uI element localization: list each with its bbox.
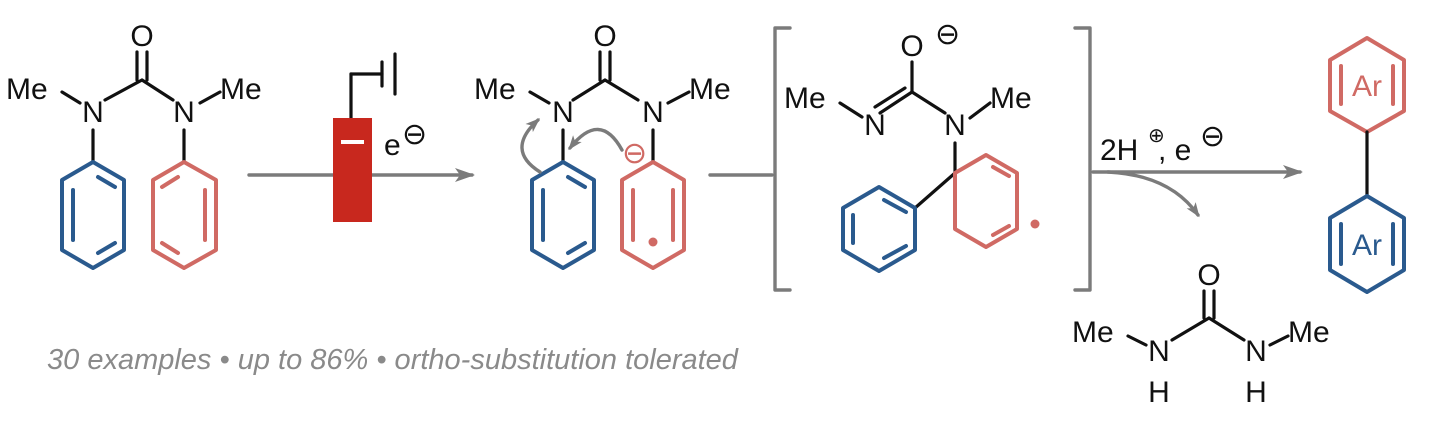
- radical-dot: [648, 237, 658, 247]
- bracketed-intermediate: O ⊖ N N Me Me: [773, 18, 1092, 292]
- electron-charge-icon: ⊖: [402, 118, 427, 151]
- amide-nitrogen-label: N: [944, 109, 966, 142]
- aryl-ring-blue: Ar: [1328, 194, 1406, 294]
- oxide-charge-icon: ⊖: [935, 18, 960, 51]
- methyl-left-label: Me: [1072, 316, 1114, 349]
- electron-label: e: [384, 129, 401, 162]
- byproduct-urea: O N N H H Me Me: [1072, 259, 1330, 409]
- phenyl-ring-red: [151, 160, 218, 270]
- phenyl-radical-anion-ring-red: [620, 160, 686, 270]
- carbonyl-oxygen-label: O: [130, 20, 153, 53]
- nitrogen-right-label: N: [173, 96, 195, 129]
- aryl-ring-red: Ar: [1328, 36, 1406, 134]
- bracket-right: [1073, 26, 1092, 292]
- radical-anion-intermediate: O N N Me Me ⊖: [474, 20, 731, 270]
- methyl-left-label: Me: [474, 73, 516, 106]
- phenyl-ring-blue: [841, 185, 917, 273]
- arrow-reduction: e ⊖: [247, 52, 475, 222]
- arrow-protonation: 2H ⊕ , e ⊖: [1091, 120, 1303, 218]
- nitrogen-left-label: N: [552, 96, 574, 129]
- aryl-label-red: Ar: [1352, 70, 1382, 103]
- protons-label: 2H: [1100, 134, 1138, 167]
- hydrogen-right-label: H: [1245, 376, 1267, 409]
- curved-arrow-right: [568, 127, 624, 152]
- phenyl-ring-blue: [60, 160, 126, 270]
- methyl-right-label: Me: [689, 73, 731, 106]
- hydrogen-left-label: H: [1148, 376, 1170, 409]
- curved-arrow-left: [520, 118, 542, 174]
- imine-nitrogen-label: N: [864, 109, 886, 142]
- cathode-electrode: [333, 118, 372, 222]
- nitrogen-left-label: N: [1148, 335, 1170, 368]
- carbonyl-oxygen-label: O: [1197, 259, 1220, 292]
- electron-charge-icon: ⊖: [1200, 120, 1225, 153]
- nitrogen-right-label: N: [642, 96, 664, 129]
- bracket-left: [773, 26, 792, 292]
- electron-label: , e: [1158, 134, 1191, 167]
- methyl-right-label: Me: [1288, 316, 1330, 349]
- starting-urea: O N N Me Me: [6, 20, 262, 270]
- proton-charge-icon: ⊕: [1148, 125, 1165, 147]
- radical-dot: [1030, 219, 1040, 229]
- nitrogen-left-label: N: [82, 96, 104, 129]
- methyl-left-label: Me: [784, 82, 826, 115]
- nitrogen-right-label: N: [1245, 335, 1267, 368]
- methyl-left-label: Me: [6, 73, 48, 106]
- carbonyl-oxygen-label: O: [593, 20, 616, 53]
- methyl-right-label: Me: [990, 82, 1032, 115]
- methyl-right-label: Me: [220, 73, 262, 106]
- phenyl-ring-blue: [530, 160, 596, 270]
- alkoxide-oxygen-label: O: [900, 30, 923, 63]
- anion-charge-icon: ⊖: [622, 137, 647, 170]
- scope-caption: 30 examples • up to 86% • ortho-substitu…: [47, 344, 739, 376]
- biaryl-product: Ar Ar: [1328, 36, 1406, 294]
- cyclohexadienyl-ring-red: [953, 153, 1040, 249]
- byproduct-arrow: [1106, 170, 1200, 218]
- aryl-label-blue: Ar: [1352, 229, 1382, 262]
